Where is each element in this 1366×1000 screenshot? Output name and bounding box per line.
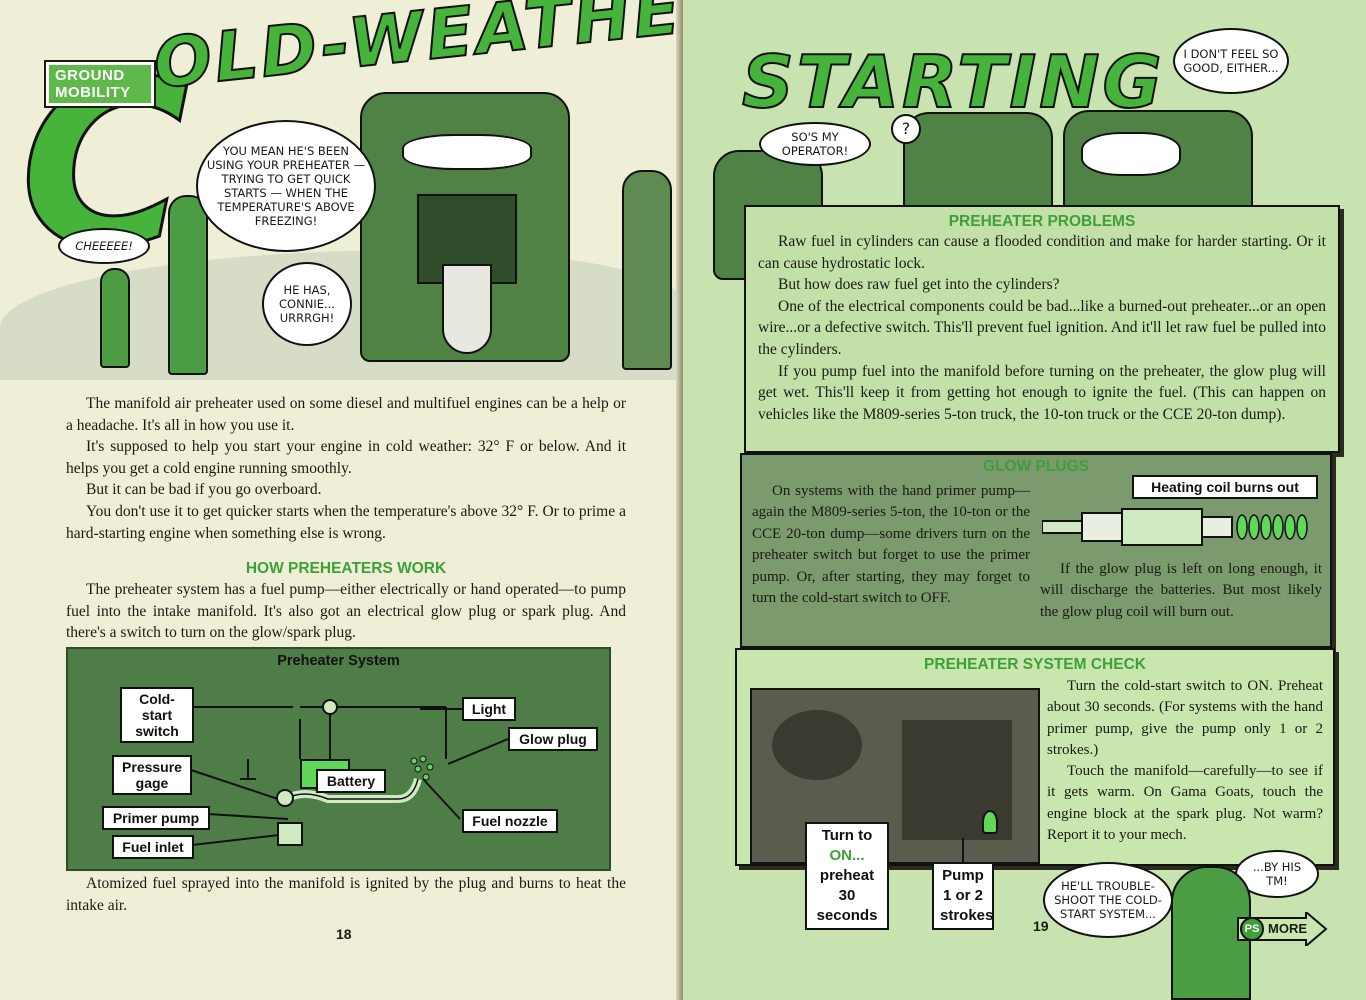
balloon-connie-question: You mean he's been using your preheater … — [196, 120, 376, 252]
system-check-heading: PREHEATER SYSTEM CHECK — [924, 656, 1146, 673]
badge-line-2: MOBILITY — [55, 84, 131, 101]
label-light: Light — [462, 697, 516, 721]
page-number-right: 19 — [1033, 918, 1049, 934]
balloon-dont-feel-good: I don't feel so good, either... — [1173, 28, 1289, 94]
intro-text: The manifold air preheater used on some … — [66, 393, 626, 544]
problems-text: Raw fuel in cylinders can cause a floode… — [758, 231, 1326, 425]
glow-left-paragraph: On systems with the hand primer pump—aga… — [752, 483, 1030, 607]
ps-more-arrow[interactable]: PS MORE — [1236, 912, 1328, 946]
label-cold-start-switch: Cold-start switch — [120, 687, 194, 743]
glow-right-paragraph: If the glow plug is left on long enough,… — [1040, 561, 1322, 620]
truck-middle — [903, 112, 1053, 222]
problems-paragraph: Raw fuel in cylinders can cause a floode… — [758, 233, 1326, 272]
dashboard-photo — [750, 688, 1040, 864]
label-fuel-inlet: Fuel inlet — [112, 835, 194, 859]
preheat-text: preheat 30 seconds — [816, 867, 878, 924]
label-turn-to-on: Turn to ON... preheat 30 seconds — [805, 822, 889, 930]
primer-pump-knob — [982, 810, 998, 834]
label-glow-plug: Glow plug — [508, 727, 598, 751]
intro-paragraph: It's supposed to help you start your eng… — [66, 438, 626, 477]
photo-panel-dark — [772, 710, 862, 780]
diagram-title: Preheater System — [277, 653, 400, 669]
pressure-gauge-icon — [276, 789, 294, 807]
intro-paragraph: But it can be bad if you go overboard. — [86, 481, 322, 499]
glow-plug-illustration — [1042, 508, 1308, 546]
label-pressure-gage: Pressure gage — [112, 755, 192, 795]
preheater-problems-panel: PREHEATER PROBLEMS Raw fuel in cylinders… — [744, 205, 1340, 453]
label-primer-pump: Primer pump — [102, 806, 210, 830]
problems-paragraph: But how does raw fuel get into the cylin… — [778, 276, 1060, 294]
glow-left-text: On systems with the hand primer pump—aga… — [752, 481, 1030, 609]
balloon-cheeee: CHEEEEE! — [58, 228, 150, 264]
pump-pointer-line — [962, 838, 964, 862]
diagram-wiring — [186, 699, 509, 846]
more-label: MORE — [1268, 921, 1307, 936]
truck-eyes — [402, 134, 532, 170]
balloon-troubleshoot: He'll trouble-shoot the cold-start syste… — [1043, 862, 1173, 938]
glow-plugs-heading: GLOW PLUGS — [983, 458, 1089, 475]
preheater-problems-heading: PREHEATER PROBLEMS — [948, 213, 1136, 230]
check-text: Turn the cold-start switch to ON. Prehea… — [1047, 676, 1323, 846]
label-fuel-nozzle: Fuel nozzle — [462, 809, 558, 833]
ps-logo-icon: PS — [1240, 917, 1264, 941]
preheater-system-diagram: Preheater System — [66, 647, 611, 871]
balloon-my-operator: So's my operator! — [759, 122, 871, 166]
ground-mobility-badge: GROUND MOBILITY — [44, 60, 156, 108]
how-preheaters-work-heading: HOW PREHEATERS WORK — [245, 560, 447, 577]
how-works-paragraph: The preheater system has a fuel pump—eit… — [66, 581, 626, 642]
label-pump-strokes: Pump 1 or 2 strokes — [932, 862, 994, 930]
title-cold-weather: OLD-WEATHER — [149, 0, 683, 106]
soldier-figure — [622, 170, 672, 370]
balloon-question-mark: ? — [891, 114, 921, 144]
how-works-text: The preheater system has a fuel pump—eit… — [66, 579, 626, 644]
check-paragraph: Touch the manifold—carefully—to see if i… — [1047, 763, 1323, 844]
label-battery: Battery — [316, 769, 386, 793]
balloon-he-has: He has, Connie... Urrrgh! — [262, 262, 352, 346]
label-heating-coil: Heating coil burns out — [1132, 475, 1318, 499]
truck-tongue — [442, 264, 492, 354]
woman-figure — [168, 195, 208, 375]
glow-plugs-panel: GLOW PLUGS On systems with the hand prim… — [740, 453, 1332, 648]
problems-paragraph: If you pump fuel into the manifold befor… — [758, 362, 1326, 423]
diagram-caption: Atomized fuel sprayed into the manifold … — [66, 873, 626, 916]
check-paragraph: Turn the cold-start switch to ON. Prehea… — [1047, 678, 1323, 758]
connie-figure — [100, 268, 130, 368]
glow-right-text: If the glow plug is left on long enough,… — [1040, 559, 1322, 623]
truck-with-tongue — [360, 92, 570, 362]
intro-paragraph: The manifold air preheater used on some … — [66, 395, 626, 434]
badge-line-1: GROUND — [55, 67, 125, 84]
intro-paragraph: You don't use it to get quicker starts w… — [66, 502, 626, 542]
page-number-left: 18 — [336, 926, 352, 942]
balloon-by-his-tm: ...By his TM! — [1235, 850, 1319, 898]
caption-paragraph: Atomized fuel sprayed into the manifold … — [66, 875, 626, 914]
truck-right-eyes — [1081, 132, 1181, 176]
turn-to-text: Turn to — [821, 827, 873, 844]
right-page: STARTING I don't feel so good, either...… — [683, 0, 1366, 1000]
left-page: C OLD-WEATHER GROUND MOBILITY You mean h… — [0, 0, 683, 1000]
on-text: ON... — [829, 847, 865, 864]
problems-paragraph: One of the electrical components could b… — [758, 297, 1326, 358]
